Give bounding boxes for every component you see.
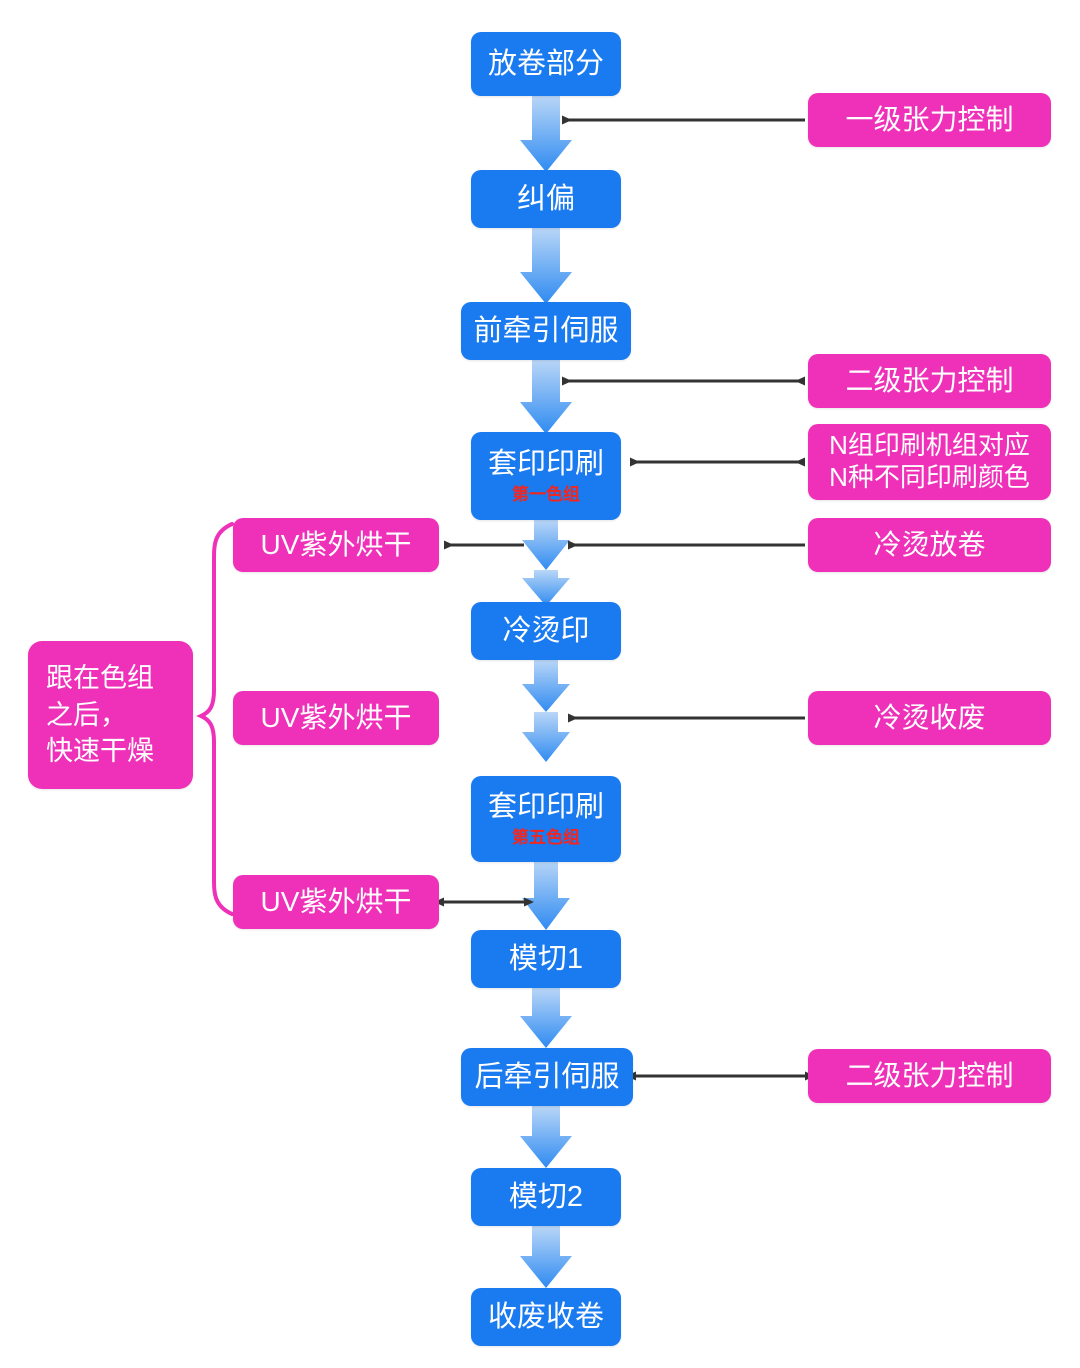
annotation-uv-dry-3[interactable]: UV紫外烘干 — [233, 875, 439, 929]
annotation-tension-2b[interactable]: 二级张力控制 — [808, 1049, 1051, 1103]
annotation-cold-waste[interactable]: 冷烫收废 — [808, 691, 1051, 745]
annotation-n-units-line1: N组印刷机组对应 — [829, 430, 1030, 461]
node-unwind-label: 放卷部分 — [487, 47, 604, 80]
node-die-cut-1[interactable]: 模切1 — [471, 930, 621, 988]
node-rear-servo[interactable]: 后牵引伺服 — [461, 1048, 633, 1106]
curly-bracket — [196, 522, 234, 916]
annotation-uv-dry-2[interactable]: UV紫外烘干 — [233, 691, 439, 745]
flow-arrow-coldfoil-to-overprint5-a — [522, 660, 570, 712]
flow-arrow-overprint1-to-coldfoil-a — [522, 520, 570, 570]
annotation-tension-2b-label: 二级张力控制 — [845, 1060, 1014, 1092]
annotation-uv-dry-3-label: UV紫外烘干 — [260, 886, 412, 918]
annotation-tension-2a[interactable]: 二级张力控制 — [808, 354, 1051, 408]
annotation-fast-dry-note-line3: 快速干燥 — [46, 736, 154, 767]
node-cold-foil[interactable]: 冷烫印 — [471, 602, 621, 660]
flow-arrow-unwind-to-correction — [520, 96, 572, 172]
annotation-uv-dry-2-label: UV紫外烘干 — [260, 702, 412, 734]
node-overprint-5-label: 套印印刷 — [487, 791, 604, 824]
node-correction[interactable]: 纠偏 — [471, 170, 621, 228]
flow-arrow-rearservo-to-diecut2 — [520, 1106, 572, 1168]
node-front-servo[interactable]: 前牵引伺服 — [461, 302, 631, 360]
annotation-n-units[interactable]: N组印刷机组对应 N种不同印刷颜色 — [808, 424, 1051, 500]
annotation-tension-1-label: 一级张力控制 — [845, 104, 1014, 136]
node-die-cut-2-label: 模切2 — [508, 1180, 584, 1213]
annotation-cold-unwind[interactable]: 冷烫放卷 — [808, 518, 1051, 572]
node-cold-foil-label: 冷烫印 — [502, 614, 590, 647]
annotation-uv-dry-1[interactable]: UV紫外烘干 — [233, 518, 439, 572]
annotation-tension-2a-label: 二级张力控制 — [845, 365, 1014, 397]
annotation-fast-dry-note-line1: 跟在色组 — [46, 663, 154, 694]
node-die-cut-1-label: 模切1 — [508, 942, 584, 975]
flow-arrow-coldfoil-to-overprint5-b — [522, 712, 570, 762]
node-rewind-label: 收废收卷 — [487, 1300, 604, 1333]
node-unwind[interactable]: 放卷部分 — [471, 32, 621, 96]
flow-arrow-diecut1-to-rearservo — [520, 988, 572, 1048]
node-overprint-1-sublabel: 第一色组 — [512, 484, 580, 504]
node-overprint-5[interactable]: 套印印刷 第五色组 — [471, 776, 621, 862]
flow-arrow-frontservo-to-overprint1 — [520, 360, 572, 434]
annotation-uv-dry-1-label: UV紫外烘干 — [260, 529, 412, 561]
annotation-cold-unwind-label: 冷烫放卷 — [873, 529, 986, 561]
node-overprint-1-label: 套印印刷 — [487, 448, 604, 481]
annotation-cold-waste-label: 冷烫收废 — [873, 702, 986, 734]
flow-arrow-diecut2-to-rewind — [520, 1226, 572, 1288]
node-correction-label: 纠偏 — [516, 182, 575, 215]
annotation-fast-dry-note-line2: 之后， — [46, 699, 127, 730]
flow-arrow-overprint5-to-diecut1 — [522, 860, 570, 930]
flow-arrow-correction-to-frontservo — [520, 228, 572, 304]
node-front-servo-label: 前牵引伺服 — [473, 314, 619, 347]
annotation-fast-dry-note[interactable]: 跟在色组 之后， 快速干燥 — [28, 641, 193, 789]
node-die-cut-2[interactable]: 模切2 — [471, 1168, 621, 1226]
node-rewind[interactable]: 收废收卷 — [471, 1288, 621, 1346]
node-overprint-1[interactable]: 套印印刷 第一色组 — [471, 432, 621, 520]
flow-arrow-overprint1-to-coldfoil-b — [522, 570, 570, 606]
annotation-tension-1[interactable]: 一级张力控制 — [808, 93, 1051, 147]
node-rear-servo-label: 后牵引伺服 — [474, 1060, 620, 1093]
node-overprint-5-sublabel: 第五色组 — [512, 827, 580, 847]
annotation-n-units-line2: N种不同印刷颜色 — [829, 462, 1030, 492]
